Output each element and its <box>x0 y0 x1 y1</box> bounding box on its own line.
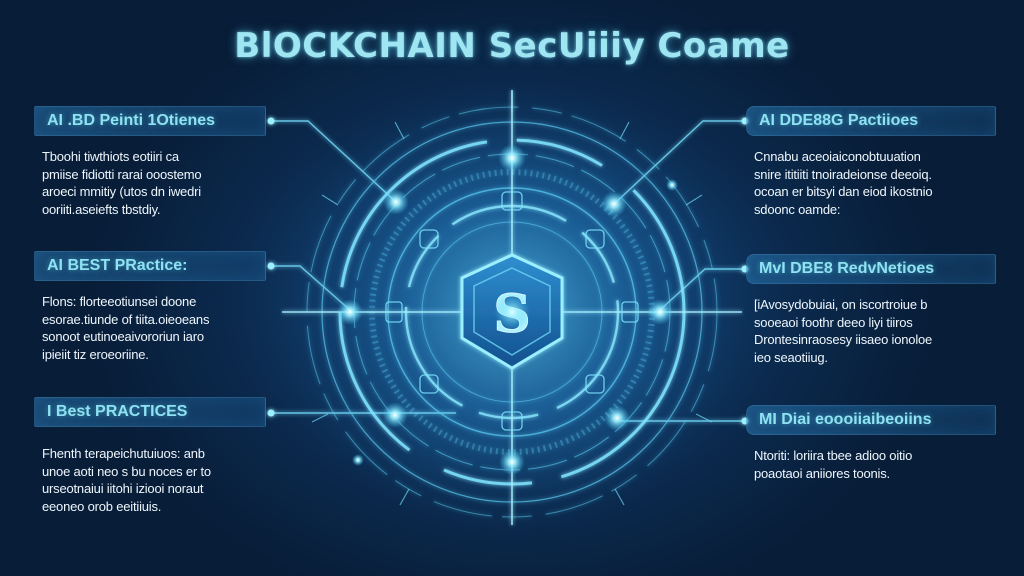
infographic-title: BlOCKCHAIN SecUiiiy Coame <box>234 26 790 66</box>
panel-description: Flons: florteeotiunsei doone esorae.tiun… <box>34 293 266 363</box>
panel-title: MI Diai eoooiiaibeoiins <box>759 411 932 428</box>
right-panel-1: AI DDE88G Pactiioes Cnnabu aceoiaiconobt… <box>746 106 996 218</box>
description-line: [iAvosydobuiai, on iscortroiue b <box>754 297 928 312</box>
description-line: sdoonc oamde: <box>754 201 841 217</box>
panel-description: [iAvosydobuiai, on iscortroiue b sooeaoi… <box>746 296 996 366</box>
panel-description: Ntoriti: loriira tbee adioo oitio poaota… <box>746 447 996 482</box>
panel-header: MvI DBE8 RedvNetioes <box>746 254 996 284</box>
description-line: eeoneo orob eeitiiuis. <box>42 498 162 514</box>
description-line: Tboohi tiwthiots eotiiri ca <box>42 149 179 164</box>
panel-header: AI DDE88G Pactiioes <box>746 106 996 136</box>
panel-description: Fhenth terapeichutuiuos: anb unoe aoti n… <box>34 445 266 515</box>
panel-title: AI .BD Peinti 1Otienes <box>47 112 216 129</box>
panel-header: MI Diai eoooiiaibeoiins <box>746 405 996 435</box>
panel-description: Tboohi tiwthiots eotiiri ca pmiise fidio… <box>34 148 266 218</box>
description-line: ooriiti.aseiefts tbstdiy. <box>42 201 161 217</box>
description-line: pmiise fidiotti rarai ooostemo <box>42 166 202 182</box>
panel-title: AI DDE88G Pactiioes <box>759 112 919 129</box>
left-panel-3: I Best PRACTICES Fhenth terapeichutuiuos… <box>34 397 266 515</box>
right-panel-2: MvI DBE8 RedvNetioes [iAvosydobuiai, on … <box>746 254 996 366</box>
panel-header: AI BEST PRactice: <box>34 251 266 281</box>
ring-icon-nodes <box>385 191 639 431</box>
panel-header: AI .BD Peinti 1Otienes <box>34 106 266 136</box>
description-line: ieo seaotiiug. <box>754 349 828 365</box>
description-line: urseotnaiui iitohi iziooi noraut <box>42 481 204 496</box>
left-panel-1: AI .BD Peinti 1Otienes Tboohi tiwthiots … <box>34 106 266 218</box>
right-panel-3: MI Diai eoooiiaibeoiins Ntoriti: loriira… <box>746 405 996 482</box>
description-line: unoe aoti neo s bu noces er to <box>42 463 211 479</box>
description-line: aroeci mmitiy (utos dn iwedri <box>42 184 201 199</box>
panel-header: I Best PRACTICES <box>34 397 266 427</box>
panel-description: Cnnabu aceoiaiconobtuuation snire ititii… <box>746 148 996 218</box>
description-line: Drontesinraosesy iisaeo ionoloe <box>754 332 933 347</box>
panel-title: AI BEST PRactice: <box>47 257 188 274</box>
description-line: ocoan er bitsyi dan eiod ikostnio <box>754 184 933 199</box>
description-line: Flons: florteeotiunsei doone <box>42 294 197 309</box>
description-line: Fhenth terapeichutuiuos: anb <box>42 446 205 461</box>
glow-nodes <box>337 144 678 475</box>
description-line: esorae.tiunde of tiita.oieoeans <box>42 311 210 327</box>
description-line: Cnnabu aceoiaiconobtuuation <box>754 149 921 164</box>
left-panel-2: AI BEST PRactice: Flons: florteeotiunsei… <box>34 251 266 363</box>
description-line: sonoot eutinoeaivororiun iaro <box>42 329 204 344</box>
panel-title: MvI DBE8 RedvNetioes <box>759 260 935 277</box>
description-line: Ntoriti: loriira tbee adioo oitio <box>754 448 913 463</box>
connector-lines <box>271 120 745 422</box>
description-line: poaotaoi aniiores toonis. <box>754 465 890 481</box>
description-line: sooeaoi foothr deeo liyi tiiros <box>754 314 913 330</box>
description-line: ipieiit tiz eroeoriine. <box>42 346 149 362</box>
panel-title: I Best PRACTICES <box>47 403 188 420</box>
description-line: snire ititiiti tnoiradeionse deeoiq. <box>754 166 932 182</box>
